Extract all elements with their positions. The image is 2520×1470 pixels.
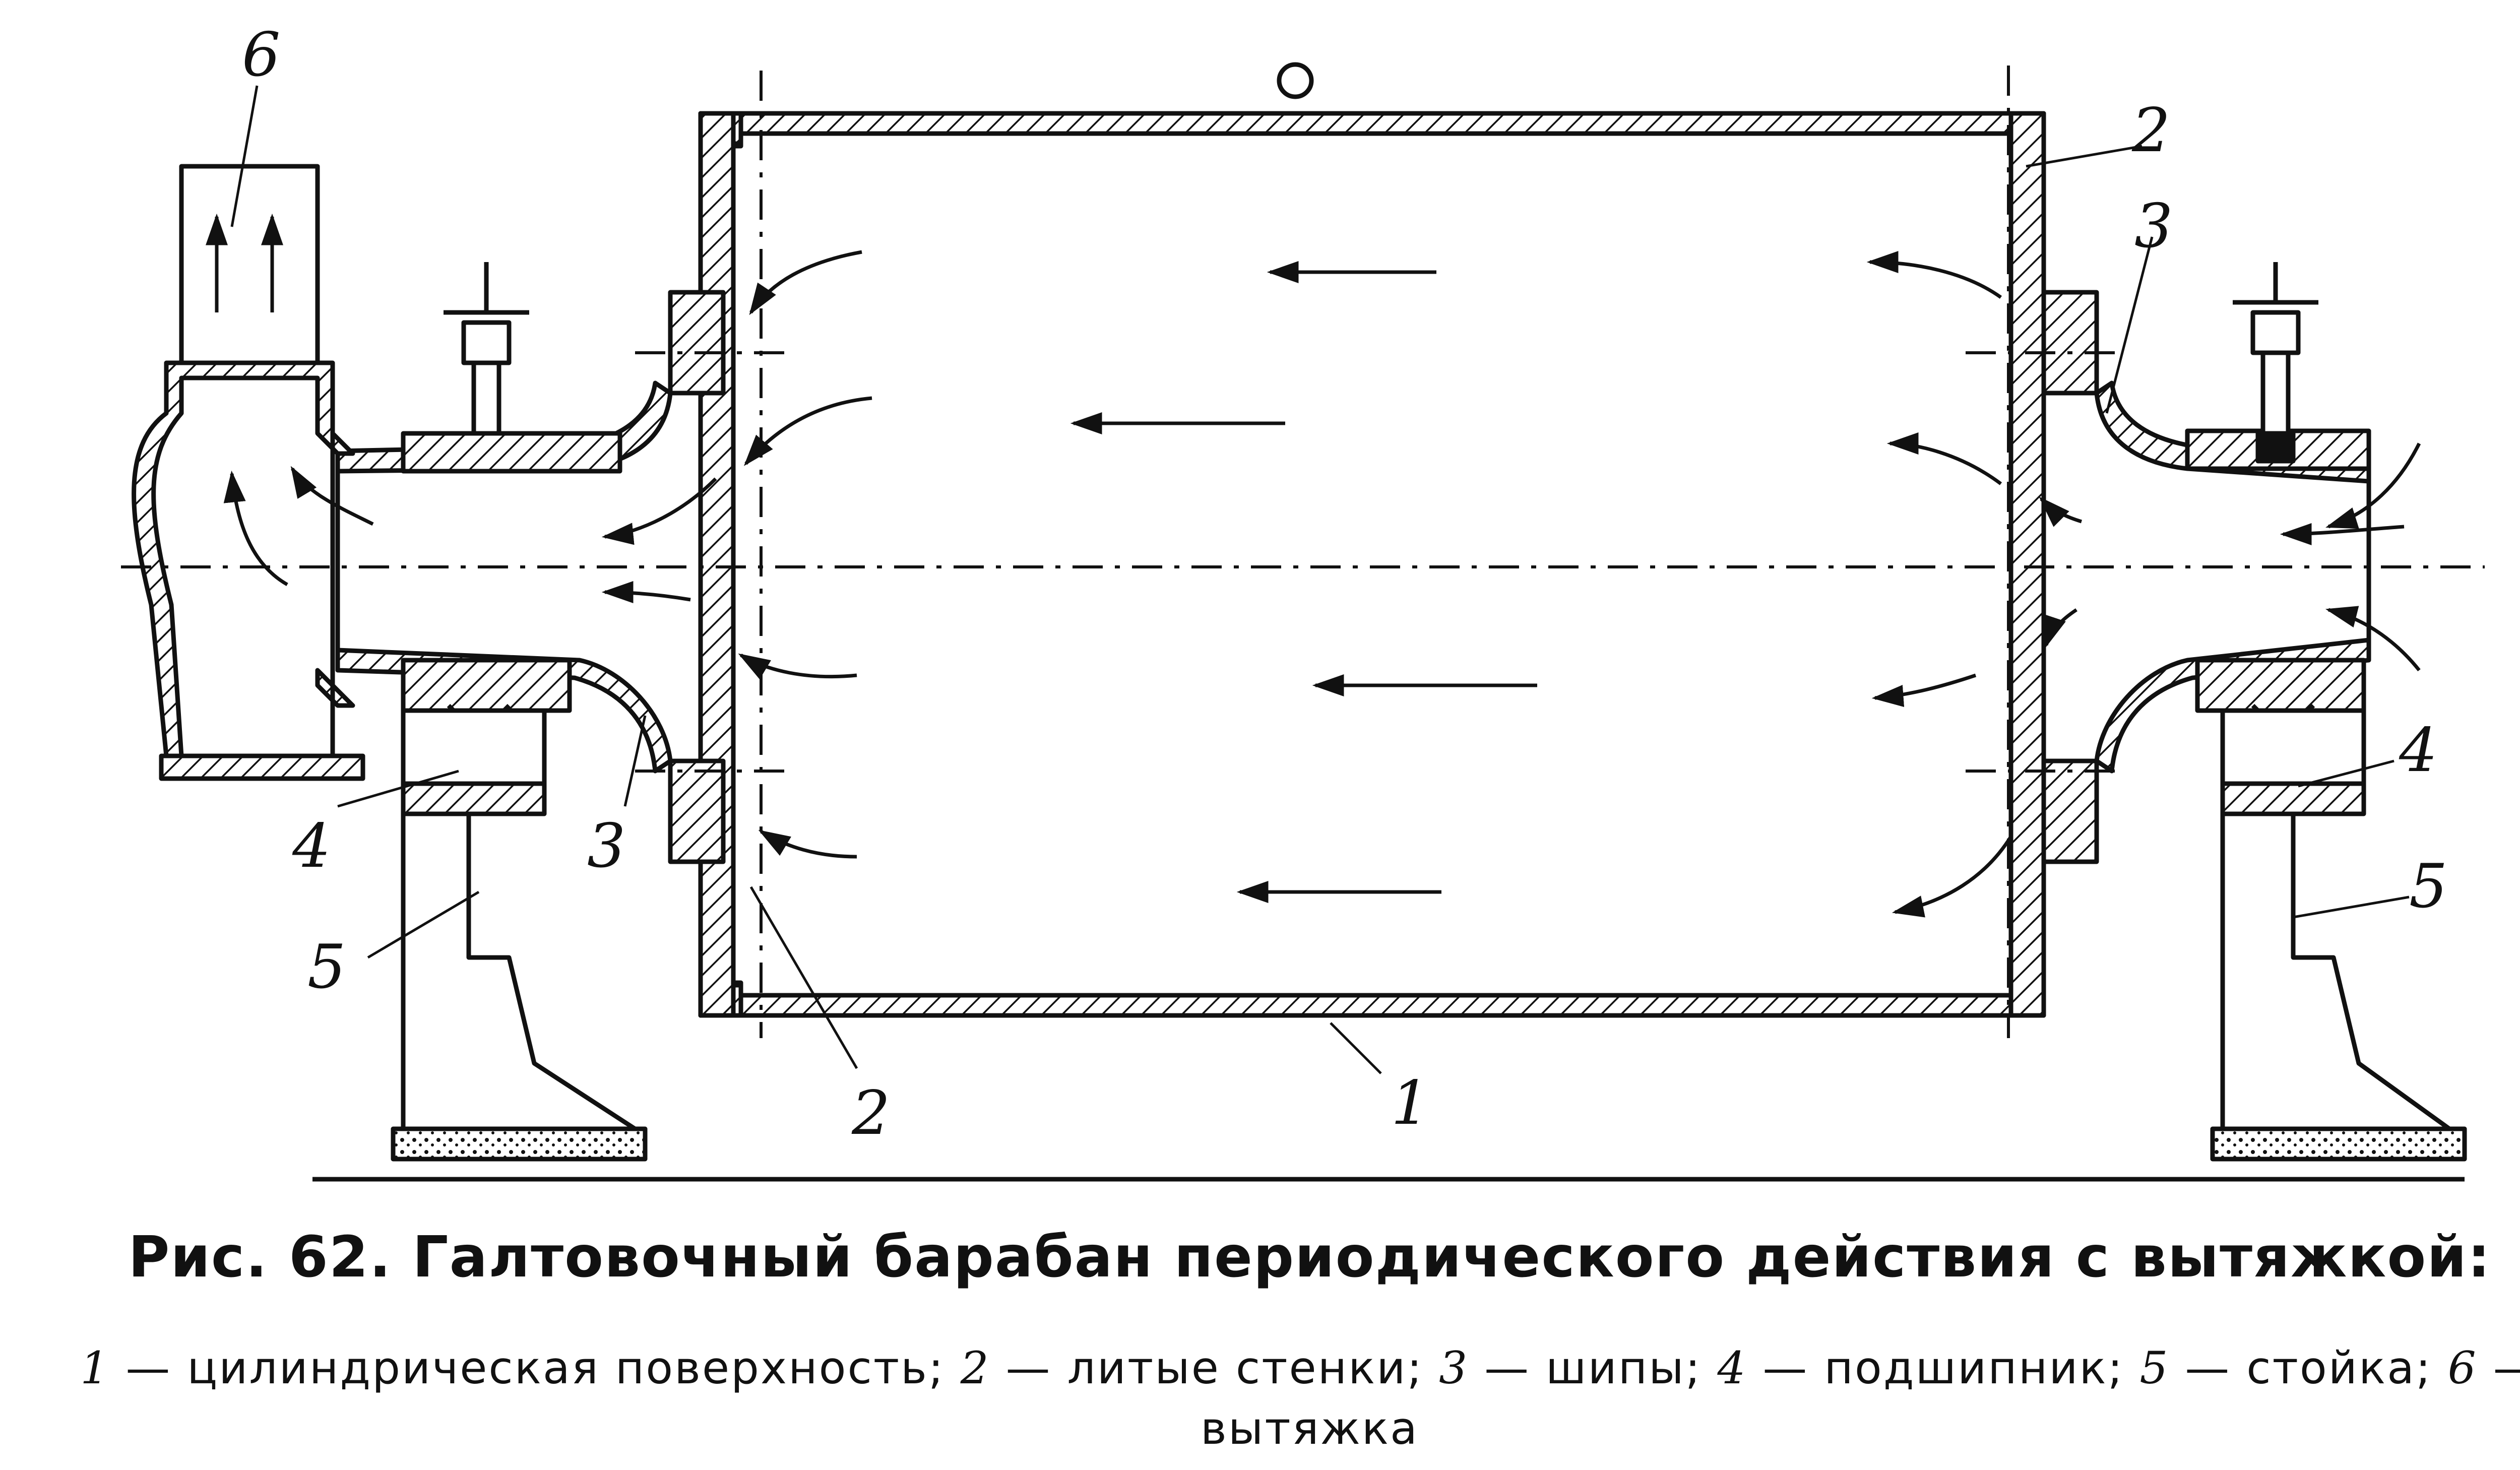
- right-stand: [2210, 708, 2467, 1162]
- legend-text-6: — вытяжка: [1201, 1342, 2520, 1454]
- left-stand: [391, 708, 648, 1162]
- label-2-left-wall: 2: [851, 1078, 890, 1148]
- left-valve-icon: [444, 262, 529, 436]
- drum-diagram: 1 2 2 3 3 4 4 5 5 6: [121, 20, 2485, 1182]
- air-flow-arrows: [205, 213, 2421, 918]
- label-4-left-bearing: 4: [292, 811, 331, 881]
- legend-text-4: — подшипник;: [1747, 1342, 2140, 1394]
- legend-num-5: 5: [2139, 1342, 2170, 1394]
- legend-num-6: 6: [2447, 1342, 2478, 1394]
- legend-num-3: 3: [1439, 1342, 1469, 1394]
- drum-shell: [698, 62, 2046, 1018]
- drum-hatch-ring: [1277, 62, 1314, 99]
- legend-num-4: 4: [1717, 1342, 1747, 1394]
- legend-text-2: — литые стенки;: [990, 1342, 1439, 1394]
- label-5-left-stand: 5: [307, 932, 346, 1002]
- figure-caption-legend: 1 — цилиндрическая поверхность; 2 — литы…: [0, 1338, 2520, 1459]
- label-5-right-stand: 5: [2409, 852, 2447, 922]
- legend-text-3: — шипы;: [1469, 1342, 1718, 1394]
- label-2-right-wall: 2: [2131, 96, 2170, 166]
- label-3-right-trunnion: 3: [2134, 191, 2173, 262]
- label-1-surface: 1: [1391, 1068, 1429, 1138]
- legend-num-1: 1: [80, 1342, 110, 1394]
- exhaust-hood: [132, 164, 365, 781]
- figure-caption-title: Рис. 62. Галтовочный барабан периодическ…: [128, 1225, 2491, 1290]
- right-valve-icon: [2233, 262, 2318, 436]
- label-6-exhaust: 6: [242, 20, 280, 90]
- right-cast-wall: [2008, 111, 2099, 1018]
- legend-text-5: — стойка;: [2169, 1342, 2448, 1394]
- leader-lines: [230, 85, 2410, 1074]
- left-cast-wall: [668, 111, 743, 1018]
- label-4-right-bearing: 4: [2399, 716, 2437, 786]
- legend-text-1: — цилиндрическая поверхность;: [110, 1342, 961, 1394]
- legend-num-2: 2: [960, 1342, 990, 1394]
- label-3-left-trunnion: 3: [587, 811, 625, 881]
